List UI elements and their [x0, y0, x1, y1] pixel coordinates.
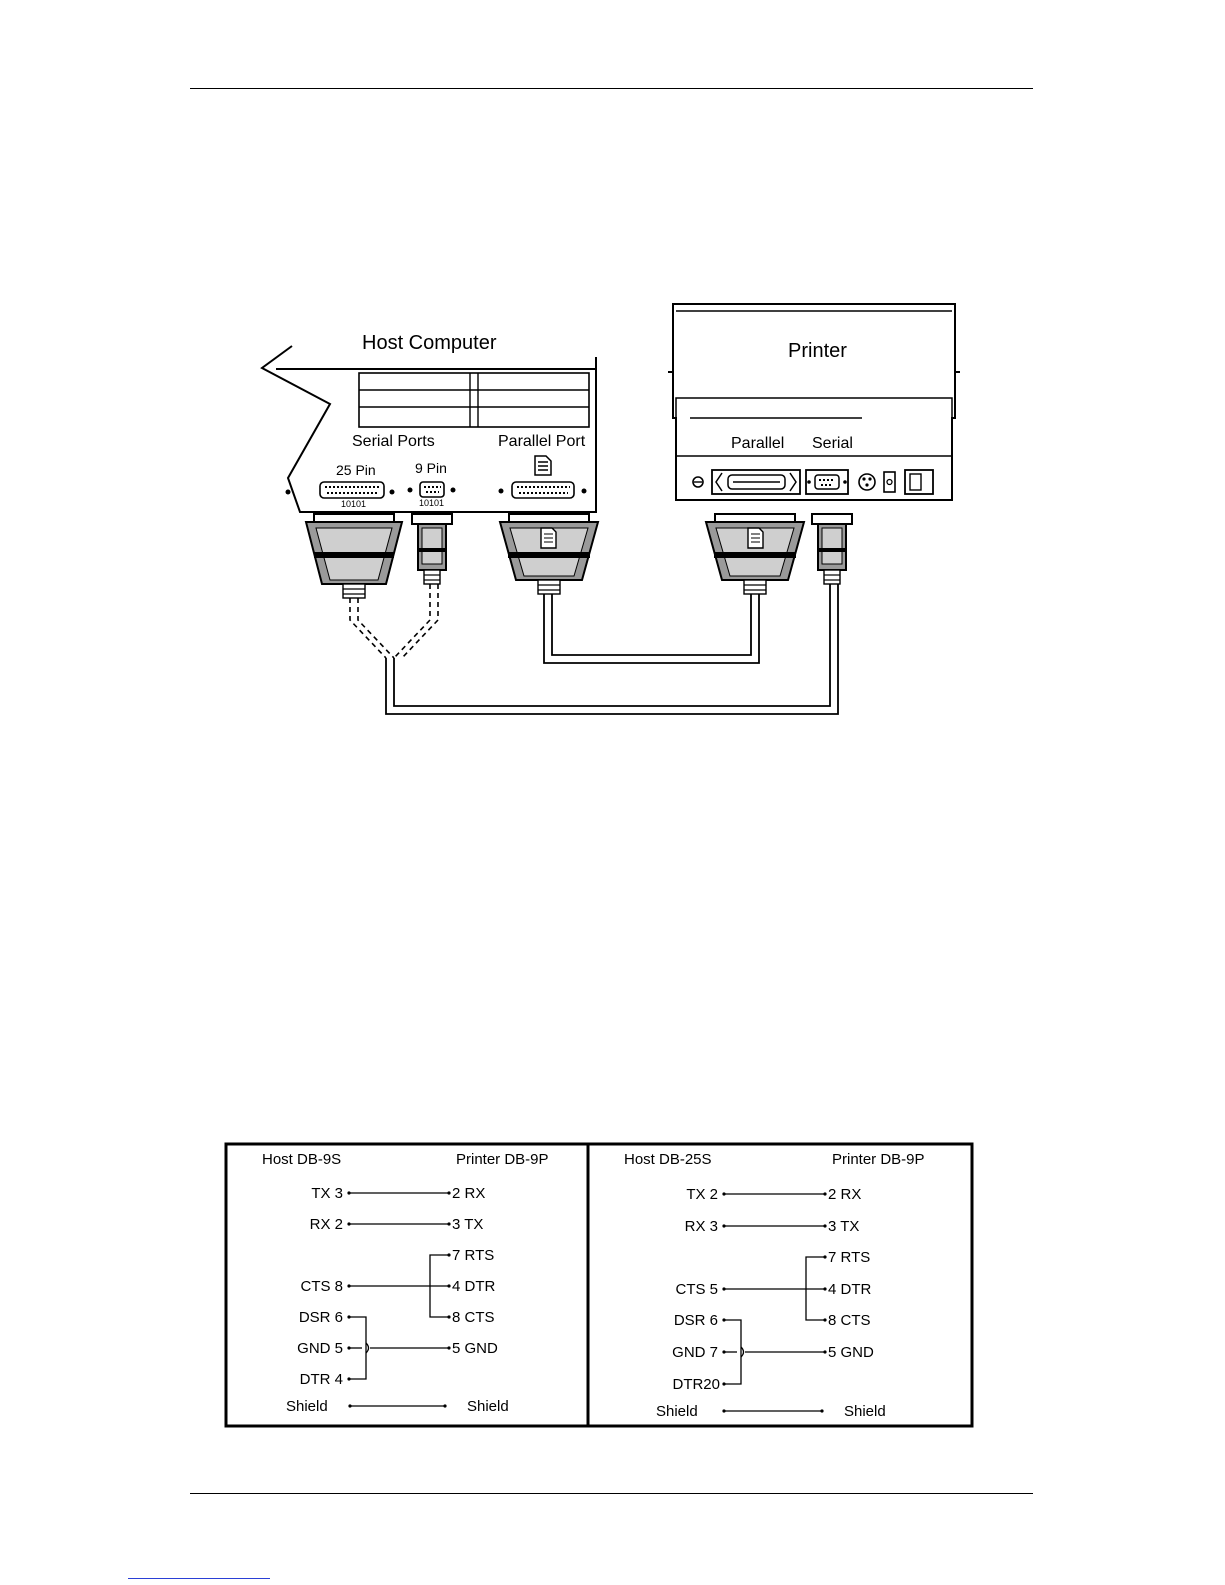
table2-shield-host: Shield — [656, 1403, 698, 1420]
connector-parallel-printer — [704, 513, 806, 595]
connector-25pin — [304, 513, 404, 599]
table1-printer-pin: 5 GND — [452, 1340, 498, 1357]
table1-printer-pin: 7 RTS — [452, 1247, 494, 1264]
serial-ports-label: Serial Ports — [352, 433, 435, 450]
host-9pin-port — [407, 481, 456, 498]
table2-printer-pin: 2 RX — [828, 1186, 861, 1203]
table2-shield-printer: Shield — [844, 1403, 886, 1420]
printer-serial-label: Serial — [812, 435, 853, 452]
pin25-code: 10101 — [341, 499, 366, 509]
header-rule — [190, 88, 1033, 89]
printer-label: Printer — [788, 340, 847, 362]
table1-host-pin: TX 3 — [311, 1185, 343, 1202]
connector-9pin — [411, 513, 453, 585]
table2-wire-dots — [722, 1192, 827, 1413]
wiring-table-db25: Host DB-25S Printer DB-9P TX 2 RX 3 CTS … — [624, 1151, 925, 1420]
table2-host-pin: TX 2 — [686, 1186, 718, 1203]
table1-host-header: Host DB-9S — [262, 1151, 341, 1168]
table1-wires — [349, 1192, 449, 1407]
serial-cable-dashed — [349, 584, 439, 659]
wiring-table-db9: Host DB-9S Printer DB-9P TX 3 RX 2 CTS 8… — [262, 1151, 549, 1415]
connection-diagram: Host Computer Serial Ports Parallel Port… — [260, 303, 960, 715]
host-25pin-port — [285, 481, 395, 499]
table1-printer-pin: 8 CTS — [452, 1309, 495, 1326]
table2-host-pin: RX 3 — [685, 1218, 718, 1235]
pin9-label: 9 Pin — [415, 460, 447, 476]
connector-parallel-host — [498, 513, 600, 595]
host-parallel-port — [498, 481, 587, 499]
printer — [668, 303, 960, 501]
pin9-code: 10101 — [419, 498, 444, 508]
table2-printer-pin: 8 CTS — [828, 1312, 871, 1329]
table1-printer-pin: 2 RX — [452, 1185, 485, 1202]
table1-host-pin: DTR 4 — [300, 1371, 343, 1388]
pin25-label: 25 Pin — [336, 462, 376, 478]
printer-document-icon — [534, 455, 552, 476]
table1-host-pin: CTS 8 — [300, 1278, 343, 1295]
host-computer — [260, 345, 597, 513]
table2-host-pin: GND 7 — [672, 1344, 718, 1361]
table1-shield-host: Shield — [286, 1398, 328, 1415]
table1-printer-header: Printer DB-9P — [456, 1151, 549, 1168]
table2-printer-header: Printer DB-9P — [832, 1151, 925, 1168]
printer-parallel-label: Parallel — [731, 435, 784, 452]
table1-printer-pin: 4 DTR — [452, 1278, 496, 1295]
table2-printer-pin: 5 GND — [828, 1344, 874, 1361]
parallel-cable — [543, 594, 760, 664]
table1-host-pin: RX 2 — [310, 1216, 343, 1233]
table1-printer-pin: 3 TX — [452, 1216, 483, 1233]
table2-host-pin: DSR 6 — [674, 1312, 718, 1329]
table1-host-pin: DSR 6 — [299, 1309, 343, 1326]
printer-ports — [692, 469, 934, 495]
table1-host-pin: GND 5 — [297, 1340, 343, 1357]
footer-link-underline[interactable] — [128, 1578, 270, 1579]
table2-host-pin: CTS 5 — [675, 1281, 718, 1298]
serial-cable — [385, 584, 839, 715]
table1-shield-printer: Shield — [467, 1398, 509, 1415]
table2-printer-pin: 3 TX — [828, 1218, 859, 1235]
connector-serial-printer — [811, 513, 853, 585]
table1-wire-dots — [347, 1191, 451, 1408]
table2-host-header: Host DB-25S — [624, 1151, 712, 1168]
parallel-port-label: Parallel Port — [498, 433, 586, 450]
table2-printer-pin: 4 DTR — [828, 1281, 872, 1298]
footer-rule — [190, 1493, 1033, 1494]
host-computer-label: Host Computer — [362, 332, 497, 354]
table2-host-pin: DTR20 — [672, 1376, 720, 1393]
table2-wires — [724, 1193, 825, 1412]
table2-printer-pin: 7 RTS — [828, 1249, 870, 1266]
